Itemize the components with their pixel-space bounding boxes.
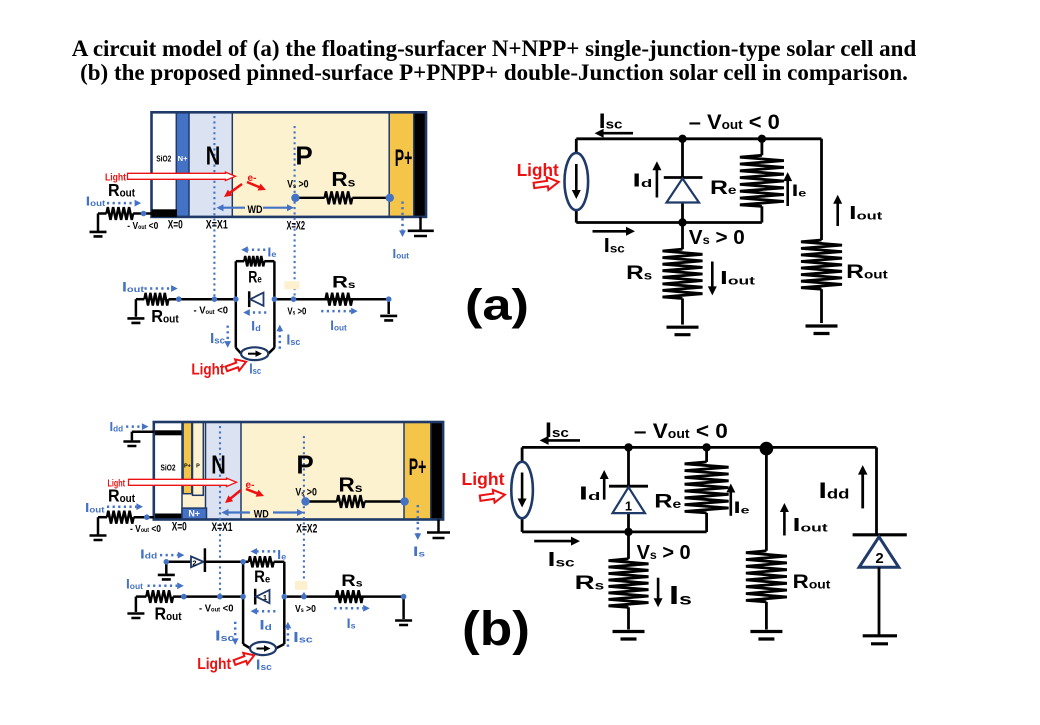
svg-text:Idd: Idd (110, 419, 124, 434)
svg-text:Iout: Iout (330, 318, 347, 333)
svg-text:SiO2: SiO2 (156, 154, 171, 164)
svg-text:– Vout < 0: – Vout < 0 (689, 111, 780, 134)
svg-text:(b) the proposed pinned-surfac: (b) the proposed pinned-surface P+PNPP+ … (80, 60, 908, 85)
svg-text:Re: Re (710, 177, 737, 199)
svg-text:Rs: Rs (332, 273, 356, 292)
svg-text:Rout: Rout (151, 306, 179, 326)
svg-text:Iout: Iout (122, 280, 144, 295)
svg-text:Iout: Iout (793, 515, 828, 535)
svg-text:Rs: Rs (331, 169, 355, 191)
svg-text:P: P (295, 141, 312, 171)
svg-text:Rs: Rs (626, 262, 652, 284)
svg-text:Rout: Rout (846, 261, 888, 283)
svg-text:X=0: X=0 (168, 220, 183, 232)
svg-text:Vs > 0: Vs > 0 (637, 542, 691, 564)
svg-text:N+: N+ (188, 509, 200, 519)
svg-text:e-: e- (248, 173, 257, 184)
svg-text:Iout: Iout (393, 246, 410, 261)
svg-text:Iout: Iout (85, 500, 105, 515)
svg-text:Isc: Isc (215, 628, 235, 645)
svg-text:Ie: Ie (734, 499, 751, 517)
svg-text:P: P (196, 464, 200, 470)
svg-text:Id: Id (259, 617, 272, 633)
svg-text:SiO2: SiO2 (161, 463, 176, 473)
svg-text:Isc: Isc (599, 110, 623, 133)
svg-text:Vs > 0: Vs > 0 (689, 227, 745, 249)
svg-text:P: P (296, 450, 313, 480)
svg-text:X=X1: X=X1 (212, 522, 233, 534)
svg-text:Iout: Iout (720, 268, 755, 288)
svg-text:N: N (206, 141, 221, 171)
svg-text:Light: Light (191, 362, 225, 379)
svg-text:Rout: Rout (793, 571, 831, 593)
svg-text:Isc: Isc (249, 361, 261, 378)
svg-text:X=X2: X=X2 (296, 523, 317, 535)
svg-text:P+: P+ (395, 145, 413, 172)
svg-text:Isc: Isc (604, 235, 625, 257)
svg-text:A circuit model of (a) the flo: A circuit model of (a) the floating-surf… (72, 36, 917, 61)
svg-text:X=X1: X=X1 (206, 220, 228, 232)
svg-text:P+: P+ (409, 454, 427, 481)
svg-text:N: N (211, 450, 226, 480)
svg-text:2: 2 (875, 550, 883, 567)
svg-text:(b): (b) (462, 603, 530, 656)
svg-text:Re: Re (248, 267, 262, 286)
svg-text:Light: Light (108, 479, 126, 490)
svg-text:e-: e- (246, 480, 255, 491)
svg-text:Vs >0: Vs >0 (295, 486, 317, 498)
svg-text:Rs: Rs (341, 571, 362, 590)
svg-text:Light: Light (517, 160, 559, 180)
svg-text:1: 1 (625, 499, 632, 514)
svg-text:– Vout < 0: – Vout < 0 (634, 420, 728, 443)
svg-text:Re: Re (654, 491, 681, 513)
svg-text:Id: Id (251, 318, 260, 334)
svg-text:N+: N+ (178, 154, 188, 163)
svg-text:Ie: Ie (267, 245, 277, 260)
svg-text:WD: WD (248, 204, 263, 216)
svg-text:Rs: Rs (339, 475, 363, 497)
svg-text:Light: Light (105, 172, 126, 184)
svg-text:Is: Is (413, 543, 425, 559)
svg-text:X=0: X=0 (172, 522, 187, 534)
svg-text:Iout: Iout (126, 577, 143, 592)
svg-text:Id: Id (633, 171, 653, 191)
svg-text:Isc: Isc (548, 549, 575, 571)
svg-text:Iout: Iout (86, 194, 106, 209)
svg-text:- Vout <0: - Vout <0 (199, 604, 234, 615)
svg-text:Vs >0: Vs >0 (287, 307, 306, 318)
svg-text:Idd: Idd (819, 478, 850, 503)
svg-text:Isc: Isc (256, 657, 272, 674)
svg-text:1: 1 (263, 593, 267, 602)
svg-text:- Vout <0: - Vout <0 (127, 221, 158, 232)
svg-text:- Vout <0: - Vout <0 (130, 524, 161, 535)
svg-text:Isc: Isc (210, 330, 225, 347)
svg-text:Ie: Ie (792, 182, 807, 200)
svg-text:Rs: Rs (575, 572, 605, 594)
svg-text:(a): (a) (465, 281, 529, 330)
svg-text:Idd: Idd (140, 546, 157, 561)
svg-text:X=X2: X=X2 (287, 221, 306, 233)
svg-text:Rout: Rout (108, 486, 135, 506)
svg-text:Light: Light (197, 656, 232, 673)
svg-text:2: 2 (192, 558, 196, 567)
svg-text:Id: Id (579, 484, 601, 504)
svg-text:WD: WD (254, 509, 269, 521)
svg-text:Ie: Ie (277, 547, 287, 562)
svg-text:Rout: Rout (155, 604, 182, 624)
svg-text:Vs >0: Vs >0 (287, 179, 309, 191)
svg-text:Iout: Iout (849, 203, 882, 223)
svg-text:Light: Light (462, 469, 505, 489)
svg-text:Vs >0: Vs >0 (295, 604, 316, 615)
svg-text:Is: Is (347, 615, 356, 631)
svg-text:P+: P+ (184, 464, 191, 470)
svg-text:Re: Re (254, 567, 270, 586)
svg-text:Isc: Isc (293, 629, 313, 646)
svg-text:Is: Is (669, 580, 692, 610)
svg-text:Isc: Isc (286, 332, 300, 349)
svg-text:Rout: Rout (108, 180, 135, 200)
svg-text:- Vout <0: - Vout <0 (194, 306, 229, 317)
svg-text:Isc: Isc (545, 419, 569, 442)
